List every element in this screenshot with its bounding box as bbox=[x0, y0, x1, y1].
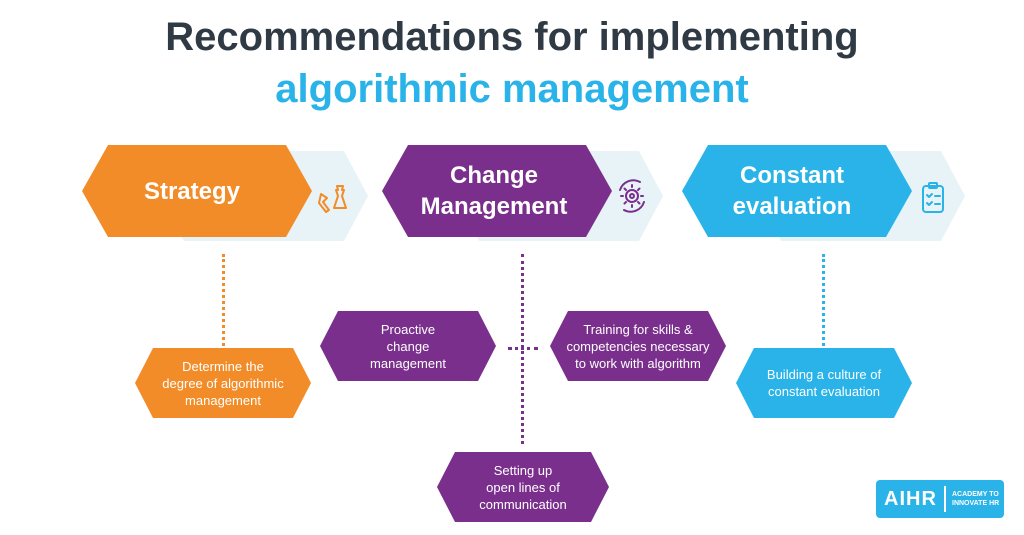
clipboard-checklist-icon bbox=[914, 178, 954, 218]
aihr-logo-tagline-line2: INNOVATE HR bbox=[952, 500, 1000, 507]
proactive-recommendation-hex bbox=[320, 311, 496, 381]
title-line-2: algorithmic management bbox=[275, 67, 749, 111]
training-recommendation-line2: competencies necessary bbox=[566, 338, 710, 354]
chess-pieces-icon bbox=[315, 178, 355, 218]
aihr-logo-tagline-line1: ACADEMY TO bbox=[952, 491, 999, 498]
strategy-recommendation-line2: degree of algorithmic bbox=[162, 375, 284, 391]
aihr-logo: AIHR ACADEMY TO INNOVATE HR bbox=[876, 480, 1004, 518]
proactive-recommendation-line1: Proactive bbox=[380, 321, 436, 337]
change-pillar-hex bbox=[382, 145, 612, 237]
communication-recommendation-text: Setting up open lines of communication bbox=[437, 452, 609, 522]
proactive-recommendation-line3: management bbox=[370, 355, 446, 371]
training-recommendation-hex bbox=[550, 311, 726, 381]
strategy-pillar-label: Strategy bbox=[82, 145, 302, 237]
communication-recommendation-hex bbox=[437, 452, 609, 522]
title-line-1: Recommendations for implementing bbox=[165, 15, 859, 59]
evaluation-pillar-label: Constant evaluation bbox=[682, 145, 902, 237]
strategy-connector bbox=[222, 254, 225, 346]
change-pillar-label-line2: Management bbox=[420, 193, 568, 220]
change-pillar-label: Change Management bbox=[382, 145, 606, 237]
training-recommendation-text: Training for skills & competencies neces… bbox=[550, 311, 726, 381]
evaluation-recommendation-line2: constant evaluation bbox=[767, 384, 881, 399]
training-recommendation-line3: to work with algorithm bbox=[575, 355, 701, 371]
evaluation-connector bbox=[822, 254, 825, 346]
evaluation-recommendation-hex bbox=[736, 348, 912, 418]
aihr-logo-mark: AIHR bbox=[884, 487, 937, 510]
aihr-logo-tagline: ACADEMY TO INNOVATE HR bbox=[952, 490, 999, 508]
proactive-recommendation-text: Proactive change management bbox=[320, 311, 496, 381]
change-cross-connector bbox=[508, 347, 538, 350]
evaluation-pillar-label-line2: evaluation bbox=[732, 193, 852, 220]
evaluation-pillar-hex bbox=[682, 145, 912, 237]
gear-cycle-icon bbox=[612, 176, 652, 216]
evaluation-recommendation-line1: Building a culture of bbox=[766, 367, 882, 382]
communication-recommendation-line3: communication bbox=[479, 496, 567, 512]
evaluation-pillar-label-line1: Constant bbox=[740, 162, 844, 189]
strategy-recommendation-line3: management bbox=[185, 392, 261, 408]
strategy-pillar-label-line1: Strategy bbox=[143, 177, 241, 205]
aihr-logo-divider bbox=[944, 486, 946, 512]
strategy-recommendation-text: Determine the degree of algorithmic mana… bbox=[135, 348, 311, 418]
training-recommendation-line1: Training for skills & bbox=[583, 321, 693, 337]
strategy-pillar-hex bbox=[82, 145, 312, 237]
communication-recommendation-line2: open lines of bbox=[486, 479, 560, 495]
evaluation-recommendation-text: Building a culture of constant evaluatio… bbox=[736, 348, 912, 418]
proactive-recommendation-line2: change bbox=[386, 338, 430, 354]
strategy-recommendation-hex bbox=[135, 348, 311, 418]
change-pillar-label-line1: Change bbox=[449, 162, 538, 189]
communication-recommendation-line1: Setting up bbox=[493, 462, 553, 478]
strategy-recommendation-line1: Determine the bbox=[182, 358, 264, 374]
